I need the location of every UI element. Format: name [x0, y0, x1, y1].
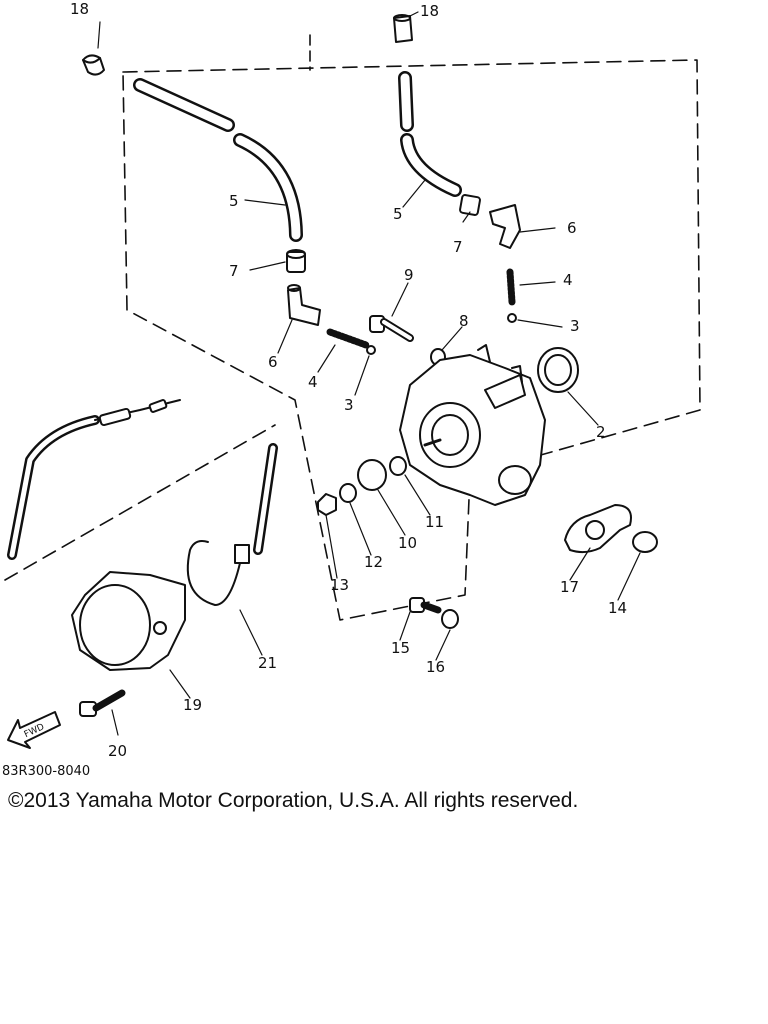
- callout-5-right: 5: [393, 205, 403, 223]
- assembly-boundary: [122, 59, 701, 621]
- callout-9: 9: [404, 266, 414, 284]
- callout-4-right: 4: [563, 271, 573, 289]
- ball-right: [507, 313, 517, 323]
- callout-17: 17: [560, 578, 579, 596]
- ball-left: [366, 345, 376, 355]
- hose-left: [133, 78, 303, 242]
- washer-11: [389, 456, 407, 476]
- elbow-fitting-right: [489, 204, 521, 249]
- callout-5-left: 5: [229, 192, 239, 210]
- callout-8: 8: [459, 312, 469, 330]
- bolt-15: [409, 597, 442, 614]
- exploded-parts-diagram: FWD 18 18 5 5 7 7 6: [4, 0, 701, 760]
- callout-16: 16: [426, 658, 445, 676]
- callout-6-left: 6: [268, 353, 278, 371]
- bolt-9: [369, 315, 414, 342]
- callout-7-right: 7: [453, 238, 463, 256]
- copyright-notice: ©2013 Yamaha Motor Corporation, U.S.A. A…: [8, 789, 579, 812]
- callout-20: 20: [108, 742, 127, 760]
- callout-11: 11: [425, 513, 444, 531]
- cap-right: [393, 14, 413, 43]
- callout-18-left: 18: [70, 0, 89, 18]
- clamp-left: [286, 249, 306, 273]
- cap-left: [82, 54, 105, 76]
- callout-3-right: 3: [570, 317, 580, 335]
- callout-3-left: 3: [344, 396, 354, 414]
- nut-13: [317, 493, 337, 516]
- elbow-fitting-left: [287, 284, 321, 326]
- sensor-boundary: [4, 424, 276, 581]
- callout-15: 15: [391, 639, 410, 657]
- gasket: [564, 504, 632, 554]
- callout-21: 21: [258, 654, 277, 672]
- washer-12: [339, 483, 357, 503]
- callout-13: 13: [330, 576, 349, 594]
- callout-2: 2: [596, 423, 606, 441]
- fwd-arrow-icon: FWD: [7, 711, 61, 749]
- o-ring-14: [632, 531, 658, 553]
- leader-lines: [97, 11, 641, 736]
- spring-left: [326, 328, 370, 349]
- cover-19: [71, 571, 186, 671]
- hose-right: [398, 71, 462, 197]
- callout-6-right: 6: [567, 219, 577, 237]
- callout-labels: 18 18 5 5 7 7 6 6 4 4 3 3 9 8 2 11 10 12…: [70, 0, 627, 760]
- callout-7-left: 7: [229, 262, 239, 280]
- spring-right: [506, 268, 516, 306]
- callout-10: 10: [398, 534, 417, 552]
- callout-12: 12: [364, 553, 383, 571]
- washer-10: [357, 459, 387, 491]
- washer-16: [441, 609, 459, 629]
- bolt-20: [79, 689, 126, 717]
- callout-14: 14: [608, 599, 627, 617]
- callout-19: 19: [183, 696, 202, 714]
- oil-seal: [537, 347, 579, 393]
- pump-body: [399, 344, 546, 506]
- control-cable: [7, 399, 181, 560]
- sensor-21: [186, 443, 278, 606]
- callout-4-left: 4: [308, 373, 318, 391]
- callout-18-right: 18: [420, 2, 439, 20]
- diagram-part-code: 83R300-8040: [2, 764, 91, 779]
